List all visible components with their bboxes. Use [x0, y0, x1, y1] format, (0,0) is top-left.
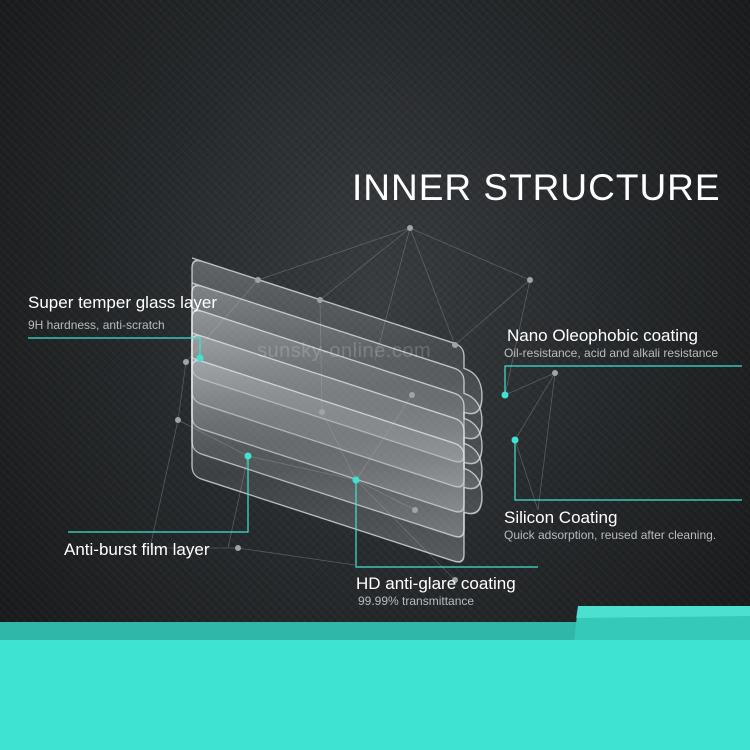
- layer-desc-nano-oleophobic: Oil-resistance, acid and alkali resistan…: [504, 346, 719, 360]
- layer-desc-silicon-coating: Quick adsorption, reused after cleaning.: [504, 528, 717, 542]
- layer-label-super-temper-glass: Super temper glass layer: [28, 293, 217, 312]
- layer-label-nano-oleophobic: Nano Oleophobic coating: [507, 326, 698, 345]
- layer-desc-hd-anti-glare: 99.99% transmittance: [358, 594, 475, 608]
- callout-dots: [196, 354, 519, 484]
- callout-lines: [28, 337, 742, 568]
- layer-label-silicon-coating: Silicon Coating: [504, 508, 618, 527]
- watermark: sunsky-online.com: [257, 340, 432, 362]
- glass-layers: [191, 257, 483, 571]
- layer-desc-super-temper-glass: 9H hardness, anti-scratch: [28, 318, 165, 332]
- layer-label-anti-burst: Anti-burst film layer: [64, 540, 210, 559]
- layer-label-hd-anti-glare: HD anti-glare coating: [356, 574, 516, 593]
- footer-band: [0, 606, 750, 750]
- page-title: INNER STRUCTURE: [352, 167, 721, 208]
- network-nodes: [175, 225, 558, 583]
